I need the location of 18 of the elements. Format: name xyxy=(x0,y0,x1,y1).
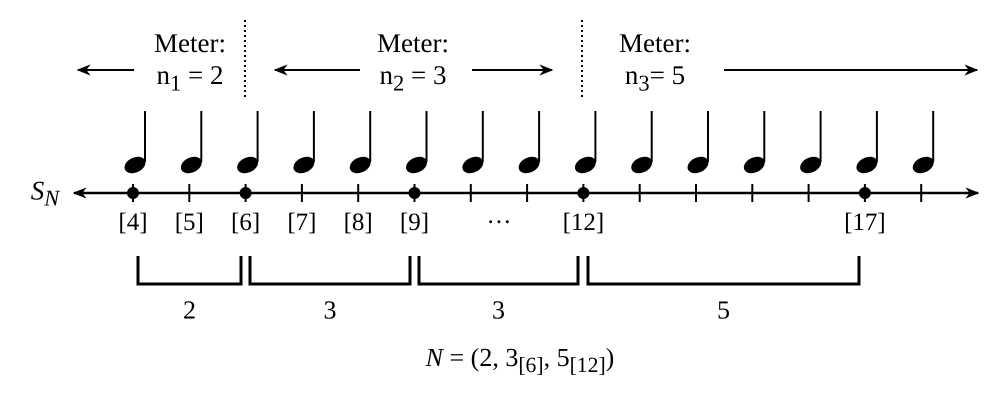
tick-label: [8] xyxy=(344,208,373,238)
tick-label: [17] xyxy=(844,208,886,238)
segment-length: 5 xyxy=(717,294,730,326)
tick-label: ··· xyxy=(486,208,512,238)
meter-label: Meter: n$_{1}$ = 2 xyxy=(153,27,227,97)
meter-label: Meter: n$_{3}$= 5 xyxy=(618,27,692,97)
tick-label: [9] xyxy=(400,208,430,238)
tick-label: [5] xyxy=(174,208,204,238)
tick-label: [12] xyxy=(562,208,604,238)
segment-length: 3 xyxy=(492,294,505,326)
segment-length: 3 xyxy=(324,294,336,326)
tick-label: [6] xyxy=(231,208,260,238)
segment-length: 2 xyxy=(183,294,196,326)
tick-label: [4] xyxy=(118,208,148,238)
meter-label: Meter: n$_{2}$ = 3 xyxy=(376,27,450,97)
tick-label: [7] xyxy=(287,208,316,238)
formula: N = (2, 3$_{[6]}$, 5$_{[12]}$) xyxy=(426,342,614,378)
axis-label: S$_{N}$ xyxy=(30,174,60,212)
